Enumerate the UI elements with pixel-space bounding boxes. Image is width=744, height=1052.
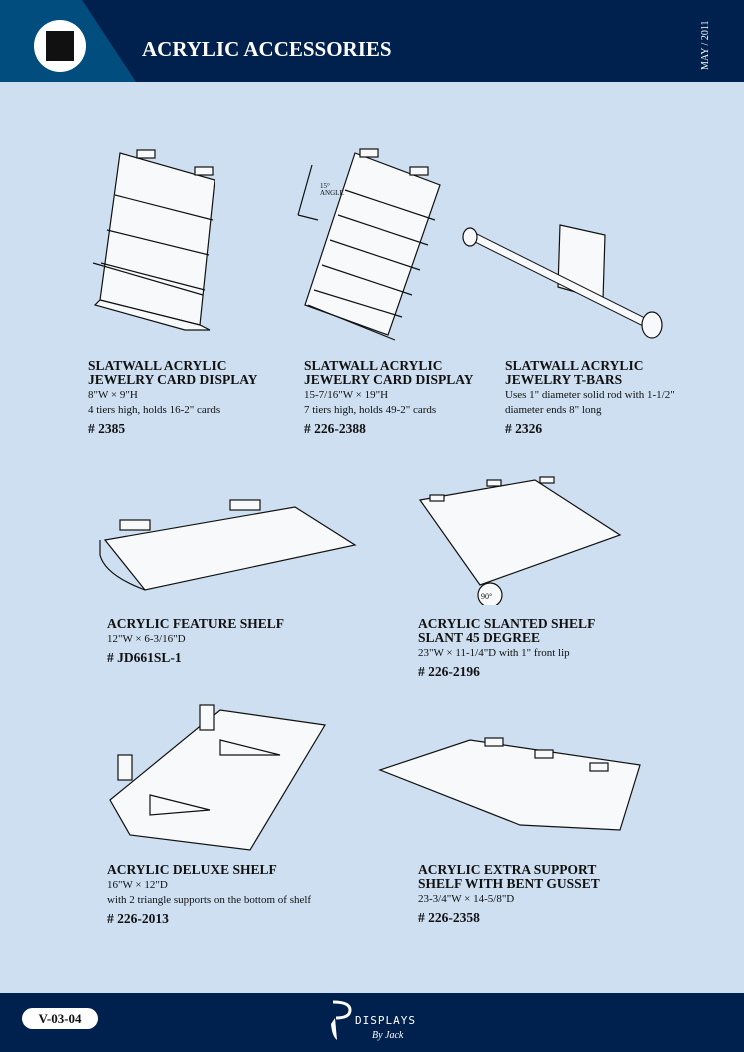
section-logo [34, 20, 86, 72]
product-name: JEWELRY CARD DISPLAY [88, 372, 258, 387]
angle-label: 15° [320, 182, 330, 190]
product-code: # JD661SL-1 [107, 650, 182, 665]
product-image-226-2013 [109, 704, 326, 851]
product-description: with 2 triangle supports on the bottom o… [107, 894, 312, 906]
angle-label: 90° [481, 592, 492, 601]
brand-tagline: By Jack [372, 1030, 404, 1041]
product-name: SLATWALL ACRYLIC [88, 358, 227, 373]
product-dimensions: 12"W × 6-3/16"D [107, 633, 186, 645]
product-description: diameter ends 8" long [505, 404, 602, 416]
product-code: # 226-2196 [418, 664, 480, 679]
product-image-JD661SL-1 [99, 499, 357, 591]
slatwall-icon [46, 31, 74, 61]
product-description: Uses 1" diameter solid rod with 1-1/2" [505, 389, 675, 401]
product-name: SHELF WITH BENT GUSSET [418, 876, 600, 891]
product-JD661SL-1: ACRYLIC FEATURE SHELF 12"W × 6-3/16"D # … [107, 616, 285, 666]
product-dimensions: 16"W × 12"D [107, 879, 168, 891]
issue-date: MAY / 2011 [700, 20, 711, 70]
product-dimensions: 8"W × 9"H [88, 389, 138, 401]
product-dimensions: 23-3/4"W × 14-5/8"D [418, 893, 515, 905]
product-name: ACRYLIC EXTRA SUPPORT [418, 862, 597, 877]
product-image-2385 [92, 149, 215, 331]
angle-label-text: ANGLE [320, 189, 344, 197]
brand-name: DISPLAYS [355, 1014, 416, 1027]
product-2326: SLATWALL ACRYLIC JEWELRY T-BARS Uses 1" … [505, 358, 675, 437]
product-code: # 226-2358 [418, 910, 480, 925]
product-name: ACRYLIC SLANTED SHELF [418, 616, 596, 631]
product-code: # 2385 [88, 421, 126, 436]
page-code: V-03-04 [22, 1008, 98, 1029]
product-image-2326 [462, 224, 663, 339]
product-name: SLATWALL ACRYLIC [304, 358, 443, 373]
product-image-226-2388: 15° ANGLE [297, 148, 441, 341]
brand-logo: DISPLAYS By Jack [328, 996, 415, 1047]
product-image-226-2358 [378, 737, 641, 831]
product-name: ACRYLIC FEATURE SHELF [107, 616, 285, 631]
product-dimensions: 15-7/16"W × 19"H [304, 389, 389, 401]
product-name: SLATWALL ACRYLIC [505, 358, 644, 373]
brand-mark-icon [331, 1000, 352, 1040]
product-name: SLANT 45 DEGREE [418, 630, 541, 645]
product-name: ACRYLIC DELUXE SHELF [107, 862, 277, 877]
product-226-2013: ACRYLIC DELUXE SHELF 16"W × 12"D with 2 … [107, 862, 312, 927]
product-description: 7 tiers high, holds 49-2" cards [304, 404, 437, 416]
product-code: # 226-2388 [304, 421, 366, 436]
footer [0, 993, 744, 1052]
product-226-2196: ACRYLIC SLANTED SHELF SLANT 45 DEGREE 23… [418, 616, 596, 680]
product-226-2358: ACRYLIC EXTRA SUPPORT SHELF WITH BENT GU… [418, 862, 600, 926]
header: ACRYLIC ACCESSORIES MAY / 2011 [0, 0, 744, 82]
product-2385: SLATWALL ACRYLIC JEWELRY CARD DISPLAY 8"… [88, 358, 258, 437]
page-title: ACRYLIC ACCESSORIES [142, 37, 392, 61]
product-code: # 2326 [505, 421, 543, 436]
product-name: JEWELRY CARD DISPLAY [304, 372, 474, 387]
product-code: # 226-2013 [107, 911, 169, 926]
product-226-2388: SLATWALL ACRYLIC JEWELRY CARD DISPLAY 15… [304, 358, 474, 437]
product-description: 4 tiers high, holds 16-2" cards [88, 404, 221, 416]
product-dimensions: 23"W × 11-1/4"D with 1" front lip [418, 647, 570, 659]
product-image-226-2196: 90° [418, 476, 622, 605]
product-name: JEWELRY T-BARS [505, 372, 623, 387]
